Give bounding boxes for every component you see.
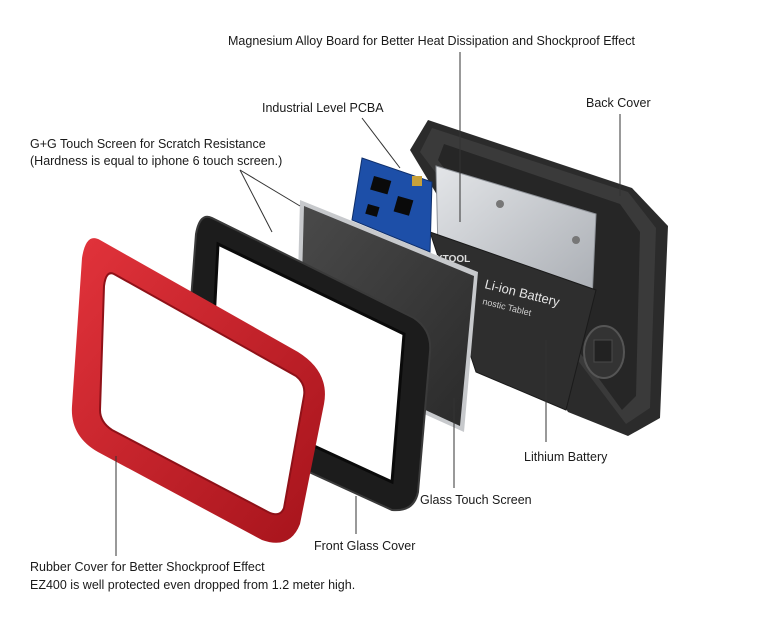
leader-touch-b xyxy=(239,169,301,207)
callout-touch-line1: G+G Touch Screen for Scratch Resistance xyxy=(30,137,266,151)
battery-brand-text: XTOOL xyxy=(436,254,470,265)
callout-back-cover: Back Cover xyxy=(586,96,651,110)
rubber-cover xyxy=(71,238,325,543)
callout-rubber-line1: Rubber Cover for Better Shockproof Effec… xyxy=(30,560,265,574)
callout-front-glass: Front Glass Cover xyxy=(314,539,416,553)
leader-touch-a xyxy=(239,169,273,233)
leader-pcba xyxy=(361,117,401,169)
pcba-board xyxy=(351,157,433,253)
callout-magnesium: Magnesium Alloy Board for Better Heat Di… xyxy=(228,34,635,48)
callout-glass-touch: Glass Touch Screen xyxy=(420,493,532,507)
leader-lines xyxy=(115,52,621,556)
callout-touch-line2: (Hardness is equal to iphone 6 touch scr… xyxy=(30,154,283,168)
callout-rubber-line2: EZ400 is well protected even dropped fro… xyxy=(30,578,356,592)
callout-pcba: Industrial Level PCBA xyxy=(262,101,384,115)
callout-lithium: Lithium Battery xyxy=(524,450,608,464)
